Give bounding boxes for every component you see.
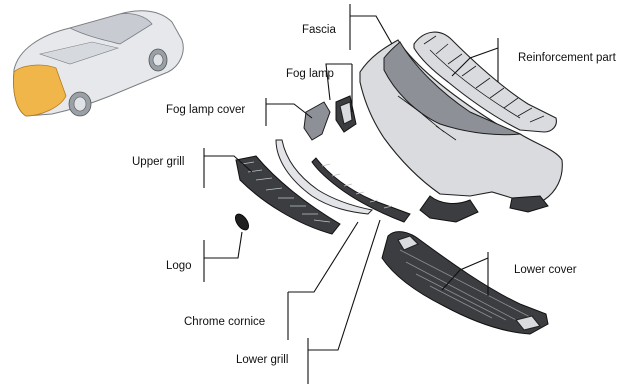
label-chrome-cornice: Chrome cornice: [184, 316, 265, 328]
label-lower-grill: Lower grill: [236, 354, 288, 366]
car-thumbnail: [14, 11, 184, 116]
label-lower-cover: Lower cover: [514, 264, 577, 276]
label-fascia: Fascia: [302, 24, 336, 36]
label-logo: Logo: [166, 260, 192, 272]
chrome-cornice-leader: [288, 222, 358, 292]
fascia-leader: [350, 16, 392, 44]
logo-leader: [204, 232, 242, 258]
lower-cover-part: [382, 232, 548, 334]
fog-lamp-cover-part: [304, 102, 330, 140]
fog-lamp-part: [336, 96, 356, 132]
label-upper-grill: Upper grill: [132, 156, 184, 168]
label-fog-lamp-cover: Fog lamp cover: [166, 104, 245, 116]
label-reinforcement-part: Reinforcement part: [518, 52, 616, 64]
logo-part: [233, 212, 252, 232]
label-fog-lamp: Fog lamp: [286, 68, 334, 80]
